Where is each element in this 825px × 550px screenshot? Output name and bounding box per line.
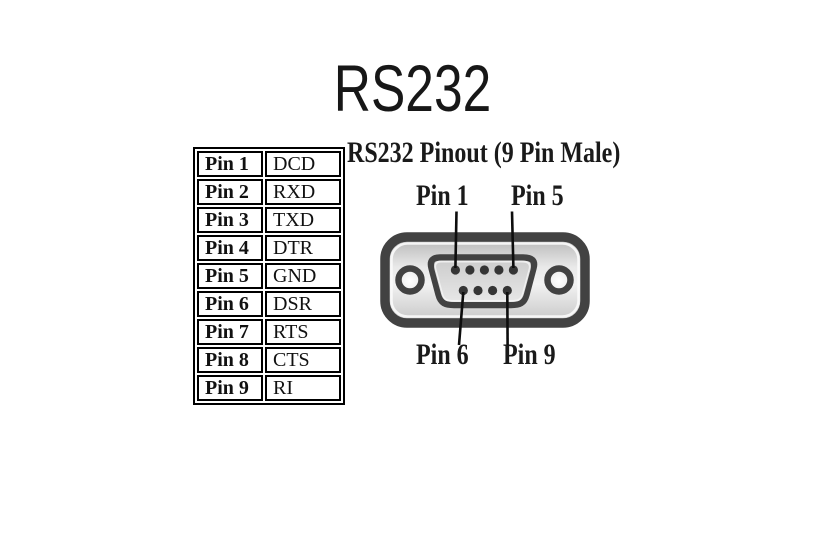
- pin-dot-7: [473, 285, 483, 296]
- pin-cell: Pin 7: [197, 319, 263, 345]
- table-row: Pin 3 TXD: [197, 207, 341, 233]
- pin-dot-4: [494, 265, 504, 275]
- pin-dot-1: [450, 265, 460, 275]
- pin-cell: Pin 5: [197, 263, 263, 289]
- screw-hole-right: [544, 265, 574, 295]
- table-row: Pin 2 RXD: [197, 179, 341, 205]
- callout-pin1: Pin 1: [416, 179, 469, 212]
- callout-pin9: Pin 9: [503, 338, 556, 371]
- signal-cell: DSR: [265, 291, 341, 317]
- signal-cell: DTR: [265, 235, 341, 261]
- callout-pin5: Pin 5: [511, 179, 564, 212]
- d-shell: [427, 254, 538, 309]
- pin-cell: Pin 1: [197, 151, 263, 177]
- leader-line-pin5: [510, 211, 515, 269]
- connector-inner-rim: [390, 242, 580, 318]
- table-row: Pin 4 DTR: [197, 235, 341, 261]
- pin-dot-6: [458, 285, 468, 296]
- pin-dot-2: [465, 265, 475, 275]
- screw-hole-left: [395, 265, 425, 295]
- table-row: Pin 5 GND: [197, 263, 341, 289]
- diagram-title: RS232 Pinout (9 Pin Male): [347, 136, 621, 169]
- signal-cell: DCD: [265, 151, 341, 177]
- signal-cell: RXD: [265, 179, 341, 205]
- signal-cell: TXD: [265, 207, 341, 233]
- pin-cell: Pin 8: [197, 347, 263, 373]
- pin-table: Pin 1 DCD Pin 2 RXD Pin 3 TXD Pin 4 DTR …: [193, 147, 345, 405]
- pin-cell: Pin 3: [197, 207, 263, 233]
- leader-line-pin6: [457, 291, 465, 346]
- pin-cell: Pin 2: [197, 179, 263, 205]
- leader-line-pin1: [454, 211, 458, 269]
- signal-cell: CTS: [265, 347, 341, 373]
- pin-cell: Pin 9: [197, 375, 263, 401]
- page-title: RS232: [333, 51, 492, 125]
- pin-dot-3: [479, 265, 489, 275]
- table-row: Pin 8 CTS: [197, 347, 341, 373]
- db9-connector-icon: [380, 211, 590, 346]
- signal-cell: RI: [265, 375, 341, 401]
- pin-dot-9: [502, 285, 512, 296]
- signal-cell: GND: [265, 263, 341, 289]
- table-row: Pin 7 RTS: [197, 319, 341, 345]
- pin-dot-5: [508, 265, 518, 275]
- pin-dot-8: [488, 285, 498, 296]
- signal-cell: RTS: [265, 319, 341, 345]
- table-row: Pin 6 DSR: [197, 291, 341, 317]
- pin-cell: Pin 6: [197, 291, 263, 317]
- table-row: Pin 9 RI: [197, 375, 341, 401]
- table-row: Pin 1 DCD: [197, 151, 341, 177]
- d-shell-inner-rim: [434, 260, 531, 302]
- pin-cell: Pin 4: [197, 235, 263, 261]
